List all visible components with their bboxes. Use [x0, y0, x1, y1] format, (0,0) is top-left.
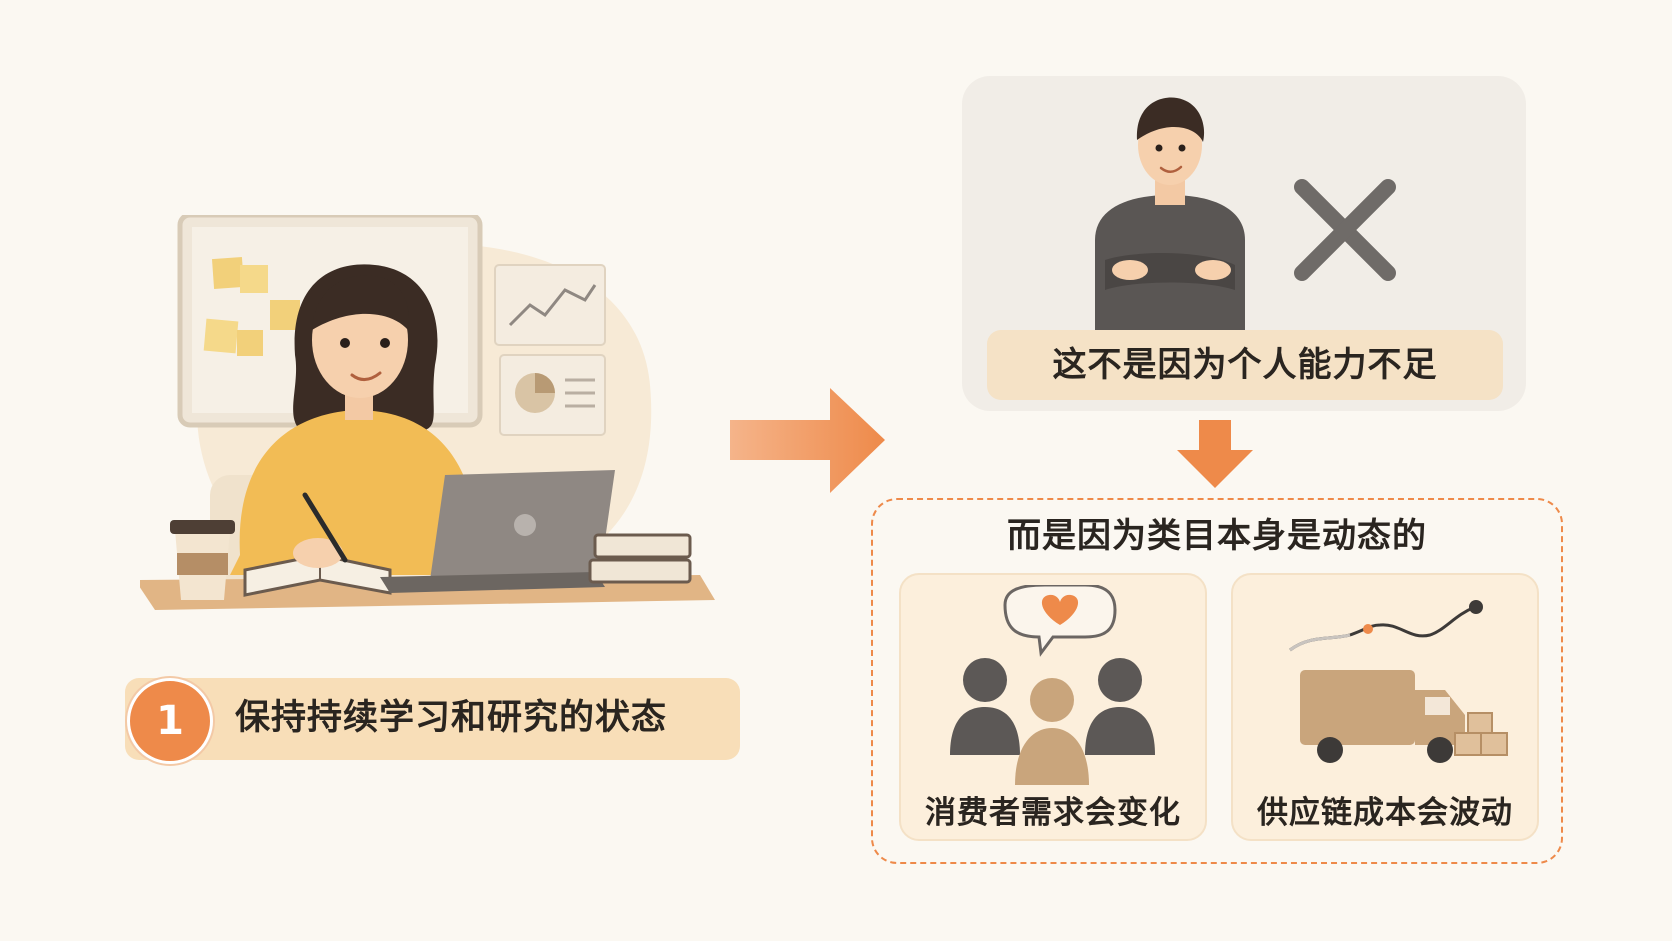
consumers-heart-icon	[945, 583, 1165, 785]
dynamic-category-title: 而是因为类目本身是动态的	[1007, 516, 1427, 556]
caption-bar	[987, 330, 1503, 400]
man-arms-crossed-icon	[1085, 90, 1255, 330]
supply-cost-label: 供应链成本会波动	[1257, 795, 1513, 831]
dynamic-category-box	[871, 498, 1563, 864]
truck-trend-icon	[1280, 595, 1520, 780]
cross-icon	[1290, 175, 1400, 285]
step-title: 保持持续学习和研究的状态	[235, 698, 668, 738]
arrow-right-icon	[730, 388, 885, 493]
not-ability-caption: 这不是因为个人能力不足	[1052, 345, 1438, 385]
step-pill	[125, 678, 740, 760]
arrow-down-icon	[1175, 420, 1255, 490]
studying-woman-illustration	[135, 212, 760, 655]
consumer-demand-label: 消费者需求会变化	[925, 795, 1181, 831]
step-number-badge: 1	[127, 678, 213, 764]
